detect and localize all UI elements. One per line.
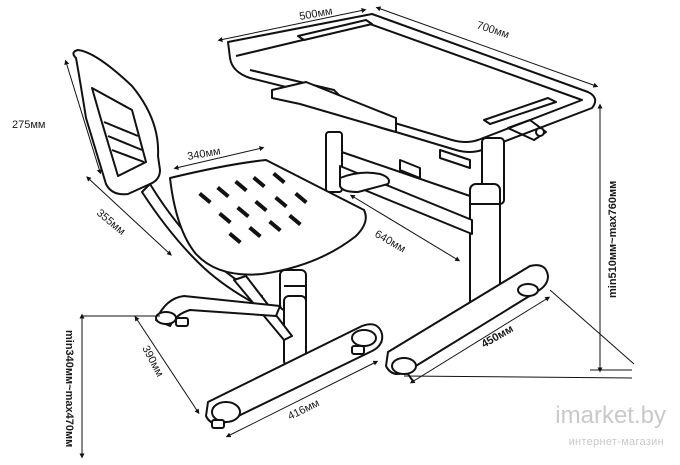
desk-foot-right [386, 265, 548, 374]
label-chair-base-depth: 390мм [139, 344, 165, 379]
label-seat-depth: 355мм [94, 207, 127, 238]
label-frame-length: 640мм [373, 228, 408, 255]
label-chair-base-width: 416мм [286, 397, 321, 422]
label-desk-height: min510мм~max760мм [607, 181, 619, 298]
label-desk-width: 700мм [475, 19, 511, 41]
watermark-brand: imarket.by [555, 402, 666, 430]
watermark-subtitle: интернет-магазин [569, 436, 664, 448]
label-seat-width: 340мм [186, 145, 221, 163]
label-back-height: 275мм [12, 119, 45, 131]
label-chair-height: min340мм~max470мм [63, 330, 75, 447]
label-desk-base: 450мм [480, 323, 516, 351]
